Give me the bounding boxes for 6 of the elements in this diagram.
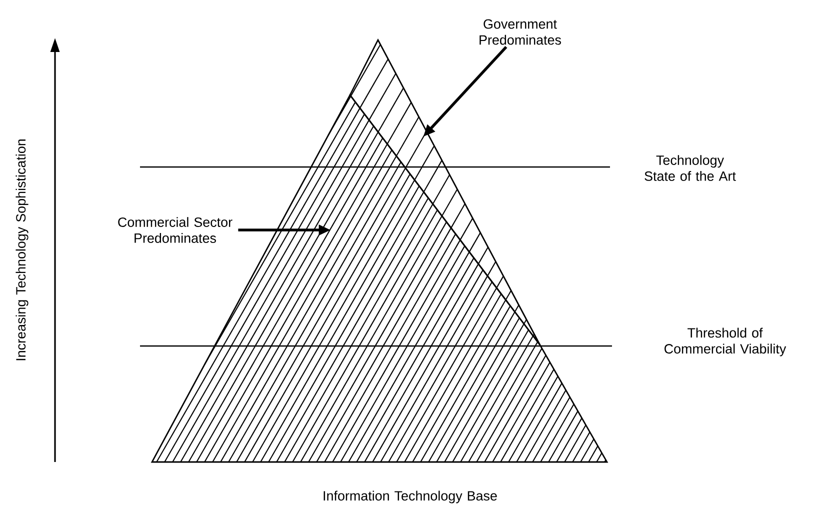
axis-label: Information Technology Base [324,490,497,504]
axis-label: Threshold of Commercial Viability [664,328,786,356]
callout-text: Commercial Sector Predominates [118,217,232,243]
callout-text: Government Predominates [480,19,561,45]
axis-label: Increasing Technology Sophistication [16,140,28,360]
axis-label: Technology State of the Art [644,155,736,181]
